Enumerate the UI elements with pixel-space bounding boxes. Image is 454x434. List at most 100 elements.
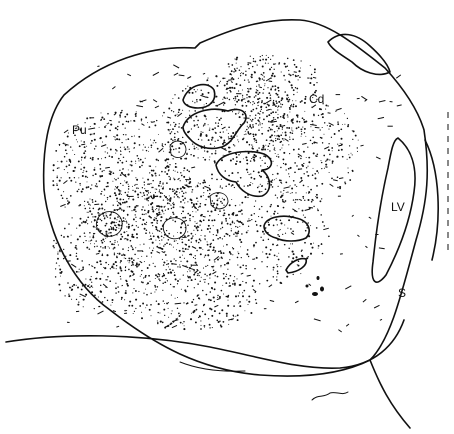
stipple-dot [232,132,234,134]
stipple-dot [217,229,219,231]
stipple-dot [128,198,129,199]
stipple-dot [196,147,197,148]
stipple-dot [99,260,101,262]
stipple-dot [55,276,57,278]
stipple-dot [119,221,121,223]
stipple-dot [116,265,117,266]
fiber-stroke [80,294,86,297]
stipple-dot [239,305,241,307]
stipple-dot [248,152,250,154]
fiber-stroke [299,199,302,200]
stipple-dot [197,89,198,90]
stipple-dot [216,85,218,87]
stipple-dot [116,219,117,220]
stipple-dot [95,185,96,186]
stipple-dot [236,83,238,85]
stipple-dot [277,117,279,119]
stipple-dot [74,154,75,155]
stipple-dot [226,315,228,317]
stipple-dot [150,293,151,294]
stipple-dot [114,178,115,179]
stipple-dot [248,127,249,128]
stipple-dot [135,308,136,309]
stipple-dot [120,225,122,227]
stipple-dot [119,114,121,116]
stipple-dot [161,186,162,187]
stipple-dot [327,105,328,106]
stipple-dot [272,111,274,113]
stipple-dot [305,96,307,98]
stipple-dot [101,191,102,192]
stipple-dot [235,131,237,133]
stipple-dot [135,290,137,292]
stipple-dot [249,174,250,175]
stipple-dot [318,245,320,247]
stipple-dot [339,146,340,147]
stipple-dot [150,139,151,140]
stipple-dot [159,230,161,232]
stipple-dot [266,139,268,141]
stipple-dot [204,235,205,236]
stipple-dot [297,264,298,265]
stipple-dot [204,325,206,327]
stipple-dot [182,217,184,219]
stipple-dot [278,96,280,98]
stipple-dot [149,196,150,197]
stipple-dot [220,137,222,139]
stipple-dot [53,164,55,166]
stipple-dot [91,134,92,135]
stipple-dot [269,253,271,255]
stipple-dot [248,304,249,305]
stipple-dot [235,226,236,227]
stipple-dot [199,99,201,101]
stipple-dot [128,250,129,251]
stipple-dot [147,267,149,269]
stipple-dot [115,139,116,140]
stipple-dot [142,224,144,226]
fiber-stroke [365,246,367,248]
stipple-dot [217,259,219,261]
stipple-dot [79,224,81,226]
stipple-dot [275,150,276,151]
fiber-stroke [157,252,160,254]
stipple-dot [90,205,91,206]
stipple-dot [96,183,97,184]
stipple-dot [264,76,265,77]
stipple-dot [277,114,278,115]
stipple-dot [124,238,125,239]
fiber-stroke [346,324,349,326]
stipple-dot [219,136,220,137]
stipple-dot [113,205,114,206]
stipple-dot [292,106,294,108]
stipple-dot [228,175,230,177]
stipple-dot [65,207,66,208]
stipple-dot [122,248,124,250]
fiber-stroke [173,65,179,68]
stipple-dot [273,104,275,106]
stipple-dot [207,79,209,81]
stipple-dot [59,265,60,266]
stipple-dot [220,132,221,133]
stipple-dot [159,312,160,313]
stipple-dot [206,135,208,137]
stipple-dot [311,199,313,201]
stipple-dot [124,310,126,312]
stipple-dot [324,168,325,169]
stipple-dot [243,158,244,159]
stipple-dot [182,255,183,256]
fiber-stroke [136,106,143,107]
stipple-dot [167,158,169,160]
stipple-dot [183,328,185,330]
stipple-dot [313,115,314,116]
stipple-dot [227,110,228,111]
stipple-dot [173,204,175,206]
stipple-dot [132,198,134,200]
stipple-dot [137,194,139,196]
fiber-stroke [140,192,142,193]
caudate-label: Cd [309,93,324,105]
stipple-dot [268,57,269,58]
stipple-dot [175,163,176,164]
stipple-dot [255,139,257,141]
stipple-dot [301,133,302,134]
stipple-dot [253,171,255,173]
